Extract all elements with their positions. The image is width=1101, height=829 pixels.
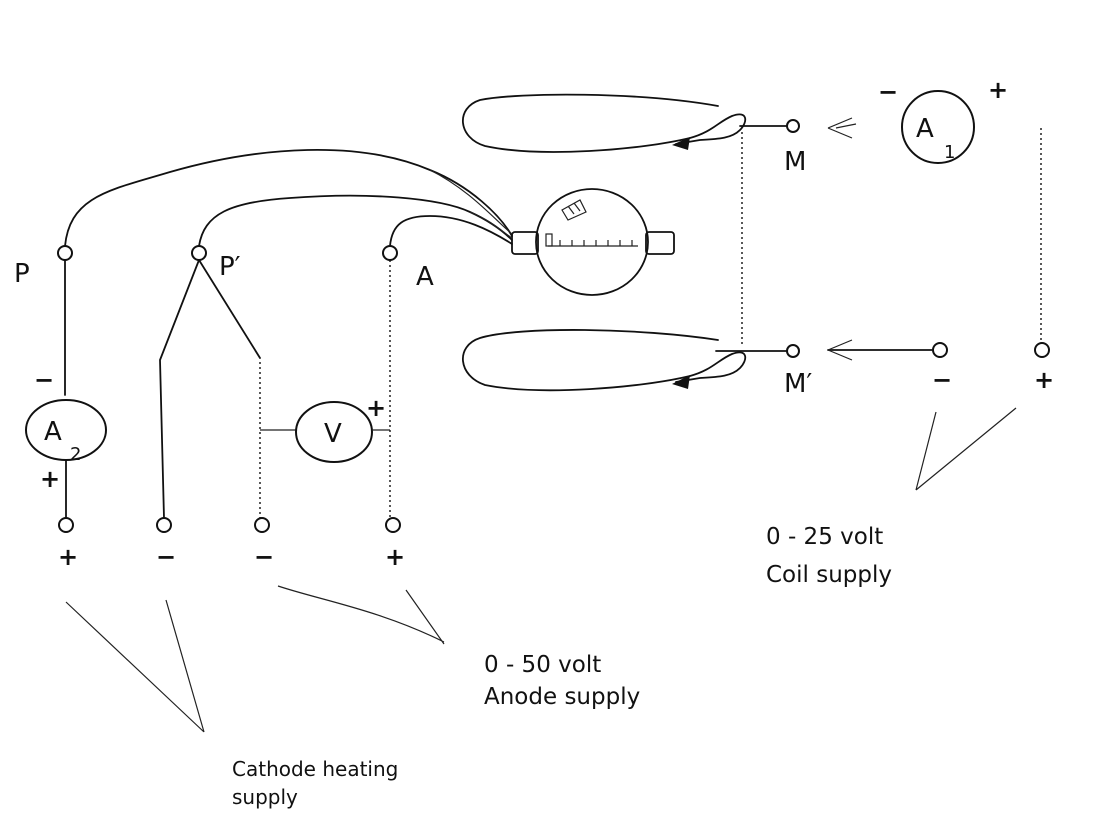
tube-cathode [545, 233, 553, 247]
anode-supply-range: 0 - 50 volt [484, 652, 601, 678]
terminal-m-prime [786, 344, 800, 358]
bottom-sign-4: + [385, 543, 405, 571]
tube-socket-left [511, 231, 539, 255]
ammeter-a2-plus: + [40, 465, 60, 493]
coil-supply-negative-terminal [932, 342, 948, 358]
lead-bundle [429, 169, 513, 239]
coil-supply-range: 0 - 25 volt [766, 524, 883, 550]
upper-coil [462, 93, 791, 153]
voltmeter-v [295, 401, 373, 463]
lower-coil [462, 329, 791, 392]
terminal-p-prime [191, 245, 207, 261]
coil-supply-bracket [915, 407, 1017, 491]
terminal-m-prime-label: M′ [784, 369, 812, 399]
voltmeter-plus: + [366, 394, 386, 422]
electron-tube [511, 188, 675, 296]
anode-supply-positive-terminal [385, 517, 401, 533]
voltmeter-letter: V [324, 419, 342, 449]
tube-anode [561, 199, 587, 221]
upper-coil-arrow [672, 137, 690, 150]
terminal-m [786, 119, 800, 133]
ammeter-a1-letter: A [916, 114, 934, 144]
lower-coil-arrow [672, 375, 690, 389]
ammeter-a1-plus: + [988, 76, 1008, 104]
terminal-p-prime-label: P′ [219, 252, 241, 282]
ammeter-a1 [901, 90, 975, 164]
tube-socket-right [645, 231, 675, 255]
ammeter-a1-minus: − [878, 78, 898, 106]
cathode-supply-bracket [65, 599, 205, 733]
tube-scale [548, 240, 638, 247]
coil-supply-positive-terminal [1034, 342, 1050, 358]
cathode-supply-positive-terminal [58, 517, 74, 533]
terminal-a [382, 245, 398, 261]
anode-supply-name: Anode supply [484, 684, 640, 710]
bottom-sign-1: + [58, 543, 78, 571]
terminal-m-label: M [784, 147, 806, 177]
bottom-sign-3: − [254, 543, 274, 571]
ammeter-a2-minus: − [34, 366, 54, 394]
cathode-supply-negative-terminal [156, 517, 172, 533]
lead-p [64, 148, 513, 247]
coil-supply-name: Coil supply [766, 562, 892, 588]
terminal-p-label: P [14, 259, 30, 289]
ammeter-a1-subscript: 1 [944, 142, 955, 163]
wire-p-prime-to-cathode-neg [159, 259, 200, 519]
bottom-sign-2: − [156, 543, 176, 571]
cathode-supply-line2: supply [232, 785, 298, 809]
ammeter-a2-subscript: 2 [70, 444, 81, 465]
coil-supply-minus: − [932, 366, 952, 394]
anode-supply-negative-terminal [254, 517, 270, 533]
connector-arrow-m [827, 117, 857, 139]
ammeter-a2-letter: A [44, 417, 62, 447]
terminal-a-label: A [416, 262, 434, 292]
ammeter-a2 [25, 399, 107, 461]
cathode-supply-line1: Cathode heating [232, 757, 398, 781]
terminal-p [57, 245, 73, 261]
coil-supply-plus: + [1034, 366, 1054, 394]
connector-arrow-m-prime [827, 339, 933, 361]
wire-p-prime-to-voltmeter [198, 259, 261, 359]
lead-a [389, 215, 513, 247]
anode-supply-bracket [277, 585, 445, 645]
